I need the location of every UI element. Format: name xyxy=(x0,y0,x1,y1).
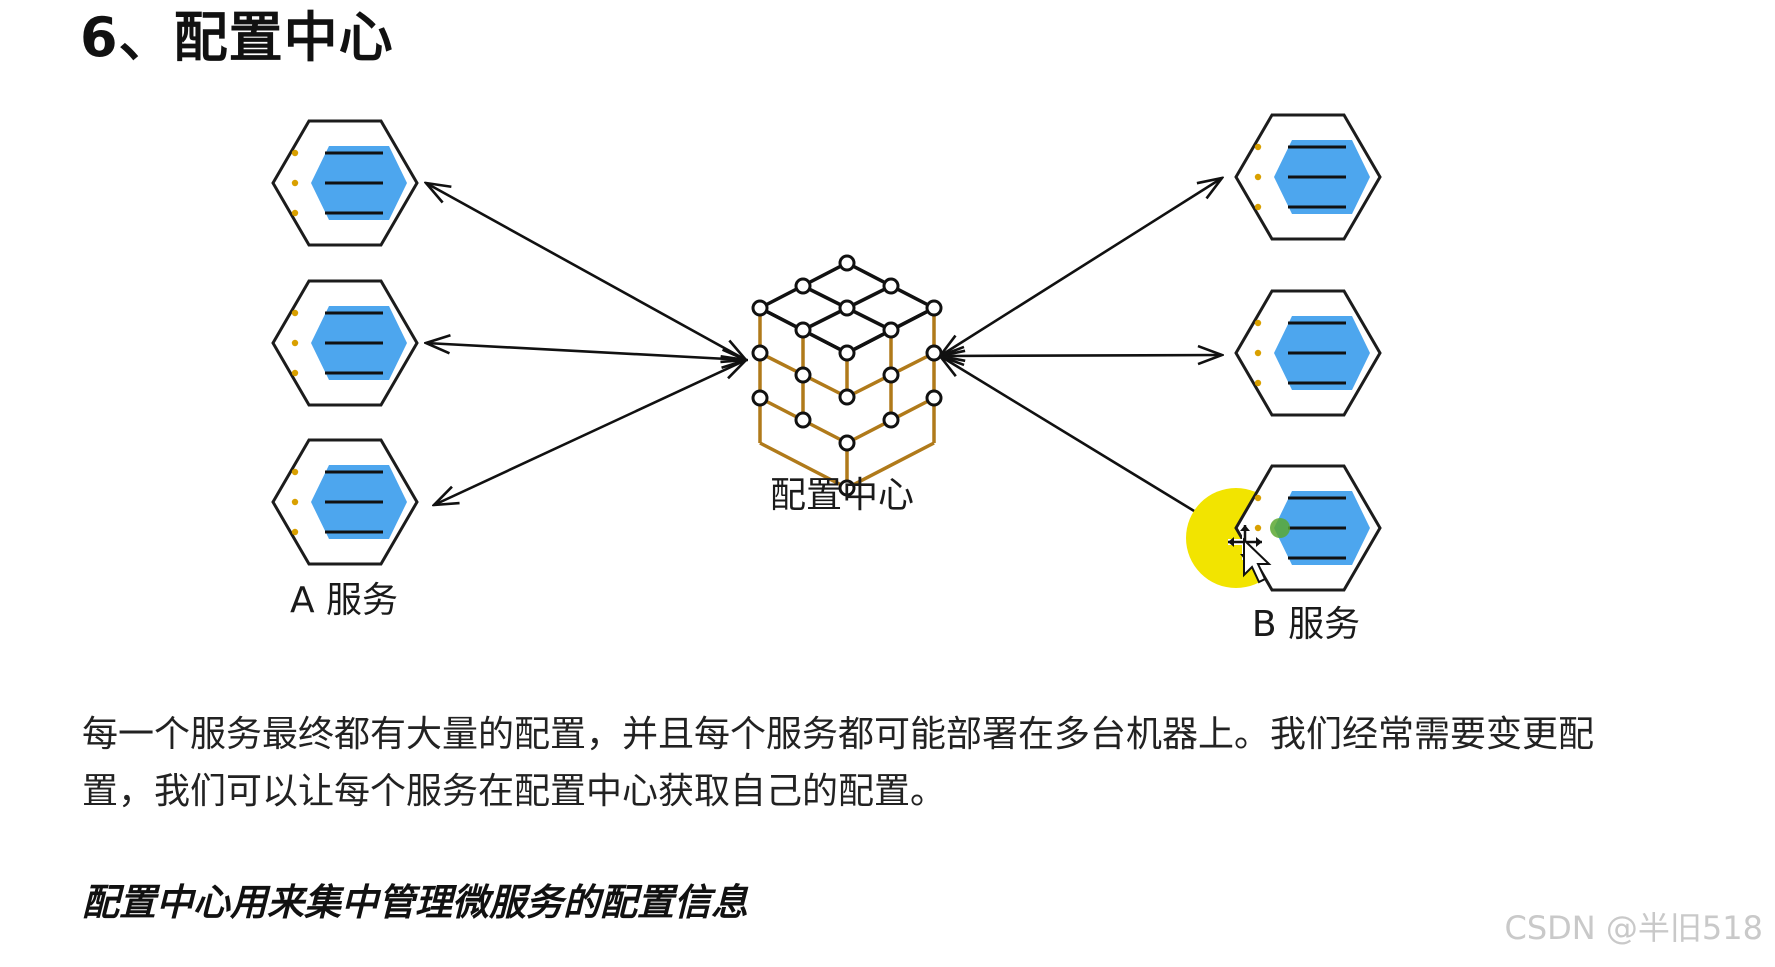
emphasis-text: 配置中心用来集中管理微服务的配置信息 xyxy=(82,881,748,924)
arrow-a2 xyxy=(426,343,746,360)
service-hexagon-icon xyxy=(1234,113,1382,241)
arrow-a1 xyxy=(426,183,746,360)
group-b-label: B 服务 xyxy=(1252,604,1360,645)
arrow-b3 xyxy=(940,356,1222,528)
watermark: CSDN @半旧518 xyxy=(1504,909,1764,947)
arrow-b1 xyxy=(940,178,1222,356)
move-cursor-icon xyxy=(1228,525,1272,584)
service-hexagon-icon xyxy=(271,438,419,566)
service-hexagon-icon xyxy=(1234,289,1382,417)
description-text: 每一个服务最终都有大量的配置，并且每个服务都可能部署在多台机器上。我们经常需要变… xyxy=(82,714,1595,812)
service-hexagon-icon xyxy=(271,279,419,407)
arrow-a3 xyxy=(434,360,746,505)
group-a-label: A 服务 xyxy=(290,580,398,621)
service-group-a: A 服务 xyxy=(271,119,419,621)
arrows-a xyxy=(426,183,746,505)
service-hexagon-icon xyxy=(271,119,419,247)
config-cube-icon: 配置中心 xyxy=(751,254,943,516)
arrows-b xyxy=(940,178,1222,528)
page-title: 6、配置中心 xyxy=(80,6,394,69)
service-group-b: B 服务 xyxy=(1186,113,1382,645)
cursor-overlap-tint xyxy=(1270,518,1290,538)
arrow-b2 xyxy=(940,355,1222,356)
config-center-diagram: A 服务 B 服务 xyxy=(271,113,1382,645)
center-label: 配置中心 xyxy=(770,475,914,516)
